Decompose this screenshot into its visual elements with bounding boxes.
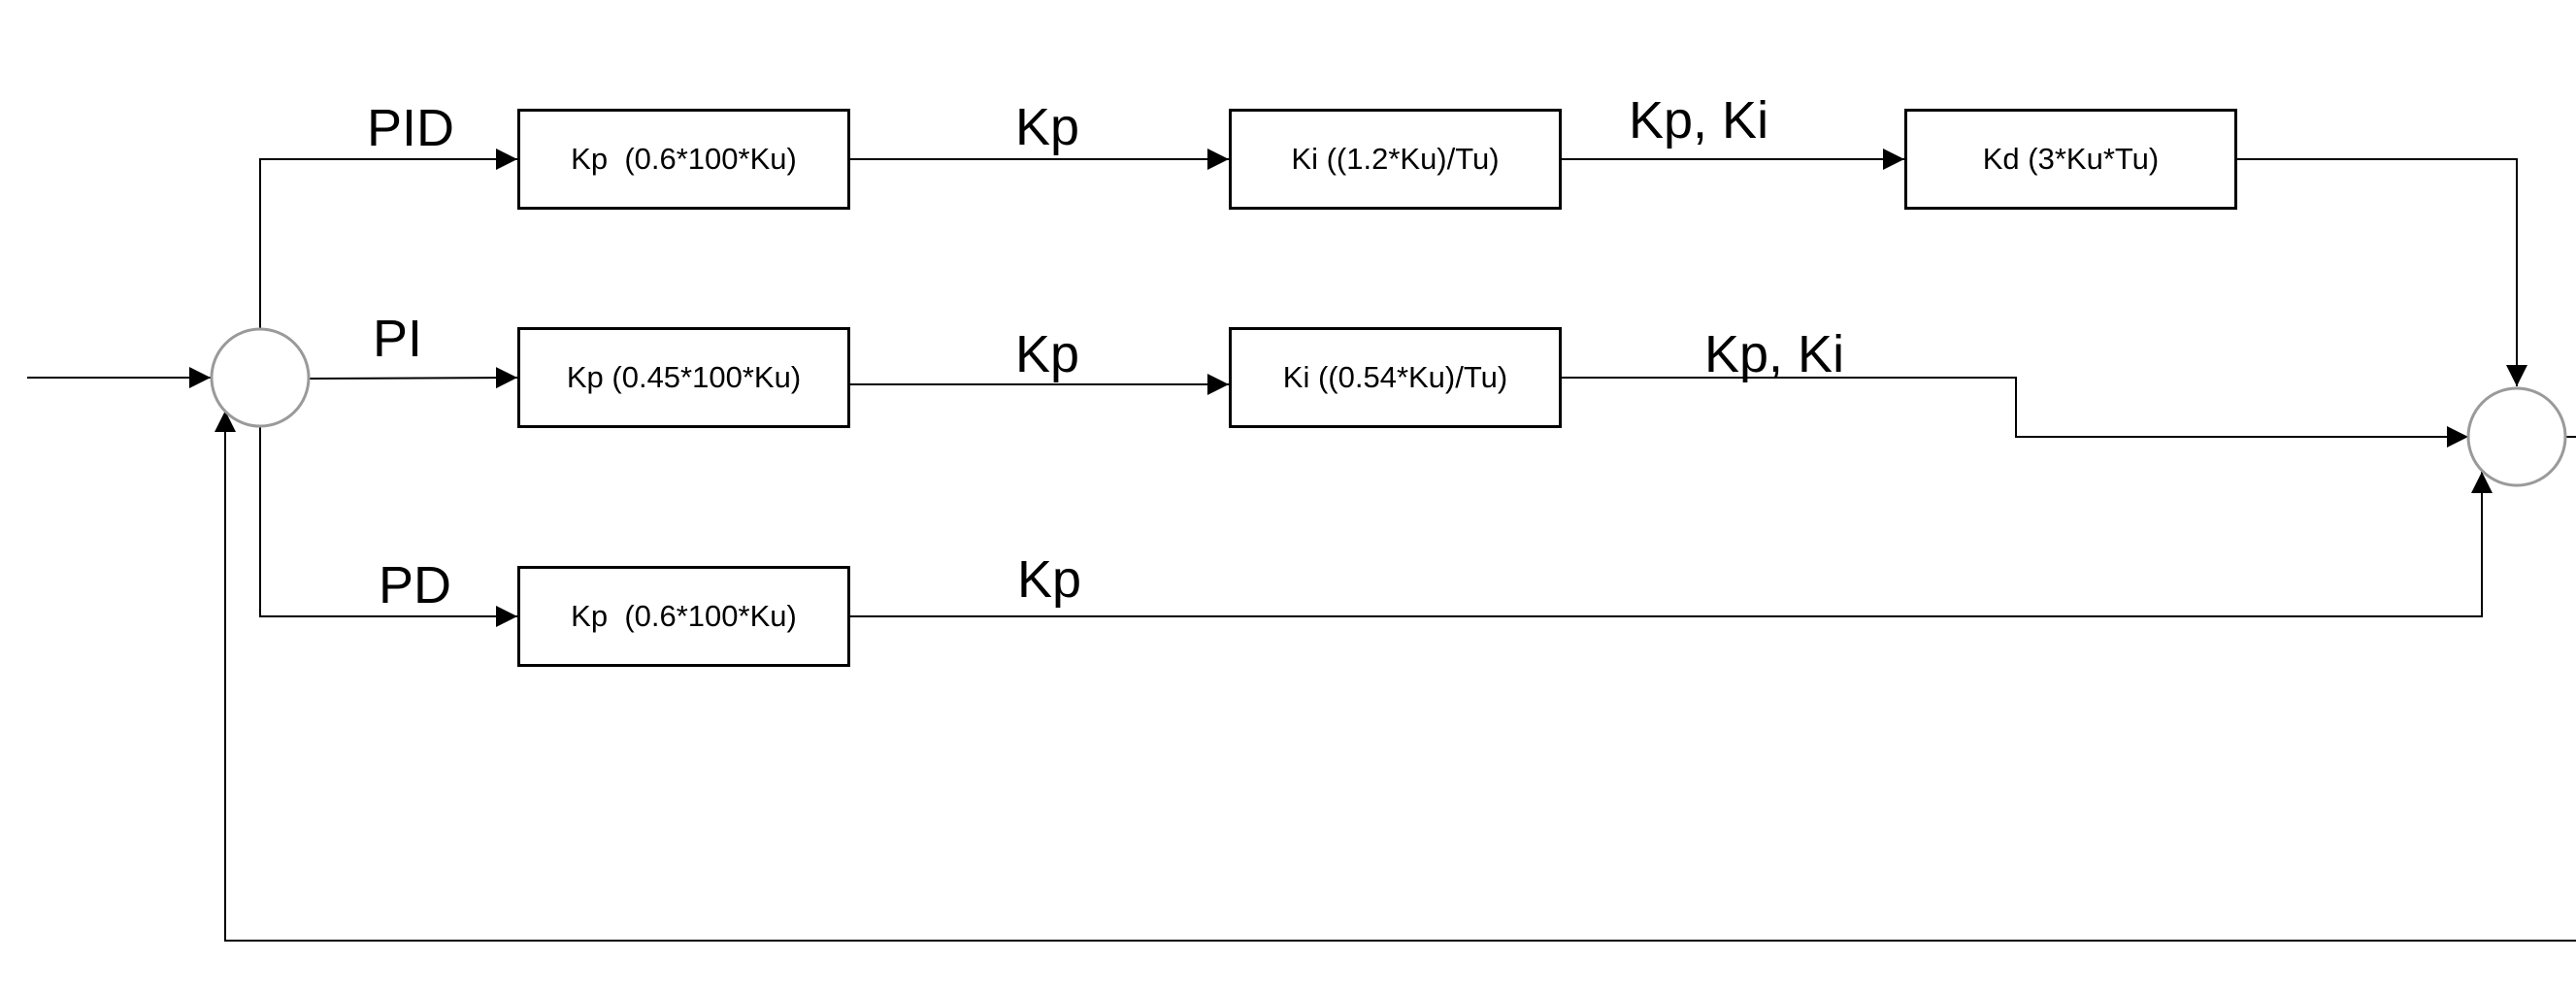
output-summing-junction (2466, 386, 2567, 487)
pid-branch-line (259, 149, 517, 328)
pd-to-output-line (850, 472, 2493, 617)
pid-kd-block: Kd (3*Ku*Tu) (1904, 109, 2237, 210)
pi-kp-block-text: Kp (0.45*100*Ku) (566, 360, 802, 394)
pi-ki-block: Ki ((0.54*Ku)/Tu) (1229, 327, 1562, 428)
pi-kp-block: Kp (0.45*100*Ku) (517, 327, 850, 428)
pid-to-output-line (2237, 158, 2527, 386)
pid-kp-signal-label: Kp (1015, 98, 1080, 156)
pd-branch-line (259, 427, 517, 627)
pd-kp-block-text: Kp (0.6*100*Ku) (571, 599, 797, 633)
pid-kd-block-text: Kd (3*Ku*Tu) (1982, 142, 2160, 176)
pid-kp-block: Kp (0.6*100*Ku) (517, 109, 850, 210)
pd-kp-signal-label: Kp (1017, 550, 1082, 609)
pi-to-output-line (1562, 377, 2468, 447)
pid-ki-block: Ki ((1.2*Ku)/Tu) (1229, 109, 1562, 210)
pi-kp-ki-signal-label: Kp, Ki (1704, 325, 1845, 383)
input-summing-junction (210, 327, 311, 428)
pd-kp-block: Kp (0.6*100*Ku) (517, 566, 850, 667)
pi-branch-line (308, 367, 518, 389)
pid-kp-block-text: Kp (0.6*100*Ku) (571, 142, 797, 176)
pi-kp-signal-label: Kp (1015, 325, 1080, 383)
pd-label: PD (379, 556, 452, 614)
pid-kp-ki-signal-label: Kp, Ki (1629, 91, 1769, 149)
pi-label: PI (373, 310, 423, 368)
pi-ki-block-text: Ki ((0.54*Ku)/Tu) (1282, 360, 1508, 394)
pid-label: PID (367, 99, 455, 157)
feedback-line (215, 411, 2576, 942)
pid-ki-block-text: Ki ((1.2*Ku)/Tu) (1291, 142, 1500, 176)
